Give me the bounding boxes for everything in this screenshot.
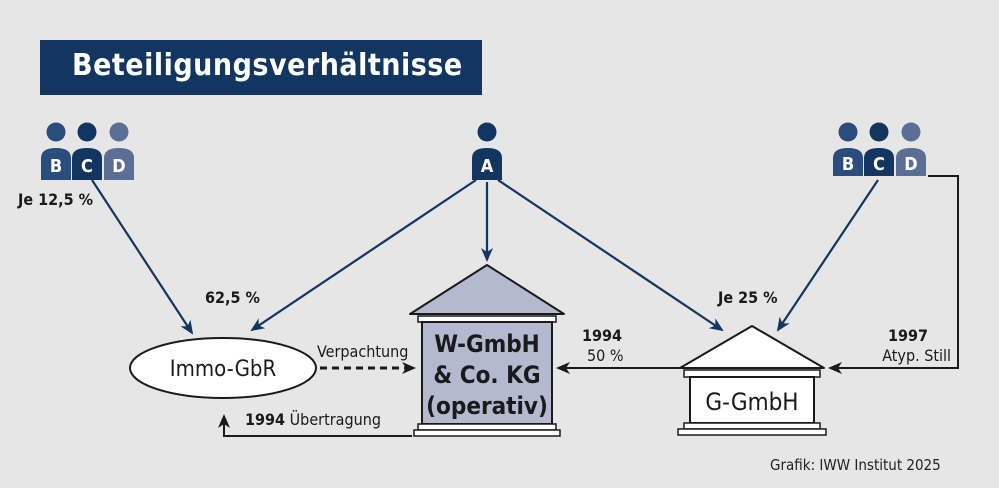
title-bar	[40, 40, 482, 95]
share-label-a-to-ggmbh: Je 25 %	[718, 288, 778, 307]
person-group-a: A	[472, 122, 502, 180]
credit-text: Grafik: IWW Institut 2025	[770, 456, 941, 474]
arrow-uebertragung	[218, 414, 412, 437]
share-label-left-group: Je 12,5 %	[18, 190, 94, 209]
entity-ggmbh-label: G-GmbH	[705, 388, 798, 416]
person-icon-b-right	[833, 122, 863, 176]
entity-immo-label: Immo-GbR	[170, 357, 277, 382]
label-50-percent: 50 %	[587, 346, 624, 365]
person-label-c-right: C	[873, 154, 885, 175]
arrow-a-to-immo	[250, 179, 477, 332]
person-label-a: A	[481, 156, 494, 177]
label-uebertragung-year: 1994	[245, 410, 286, 429]
person-icon-c-right	[864, 122, 894, 176]
label-atyp-still: Atyp. Still	[882, 346, 951, 365]
person-group-left: B C D	[41, 122, 134, 180]
person-label-d-right: D	[904, 154, 917, 175]
person-icon-d-right	[896, 122, 926, 176]
entity-wgmbh-line2: & Co. KG	[433, 361, 540, 389]
arrow-atyp-still	[828, 175, 959, 374]
label-uebertragung-text: Übertragung	[289, 410, 381, 429]
label-1997-year: 1997	[887, 326, 928, 345]
person-label-c-left: C	[81, 156, 93, 177]
person-group-right: B C D	[833, 122, 926, 176]
entity-w-gmbh-building: W-GmbH & Co. KG (operativ)	[409, 264, 565, 437]
person-label-b-right: B	[842, 154, 854, 175]
person-icon-d-left	[104, 122, 134, 180]
page-title: Beteiligungsverhältnisse	[72, 48, 463, 83]
label-1994-year: 1994	[582, 326, 623, 345]
entity-wgmbh-line1: W-GmbH	[434, 330, 539, 358]
person-icon-b-left	[41, 122, 71, 180]
arrow-a-to-ggmbh	[497, 179, 724, 332]
share-label-a-to-immo: 62,5 %	[205, 288, 260, 307]
arrow-left-group-to-immo	[91, 179, 194, 335]
entity-g-gmbh-building: G-GmbH	[677, 325, 827, 436]
person-label-b-left: B	[50, 156, 62, 177]
entity-wgmbh-line3: (operativ)	[426, 392, 548, 420]
person-label-d-left: D	[112, 156, 125, 177]
person-icon-a	[472, 122, 502, 180]
label-verpachtung: Verpachtung	[317, 342, 409, 361]
person-icon-c-left	[72, 122, 102, 180]
arrow-right-group-to-ggmbh	[776, 179, 879, 332]
entity-immo-gbr: Immo-GbR	[129, 337, 317, 399]
label-uebertragung: 1994 Übertragung	[245, 410, 381, 429]
